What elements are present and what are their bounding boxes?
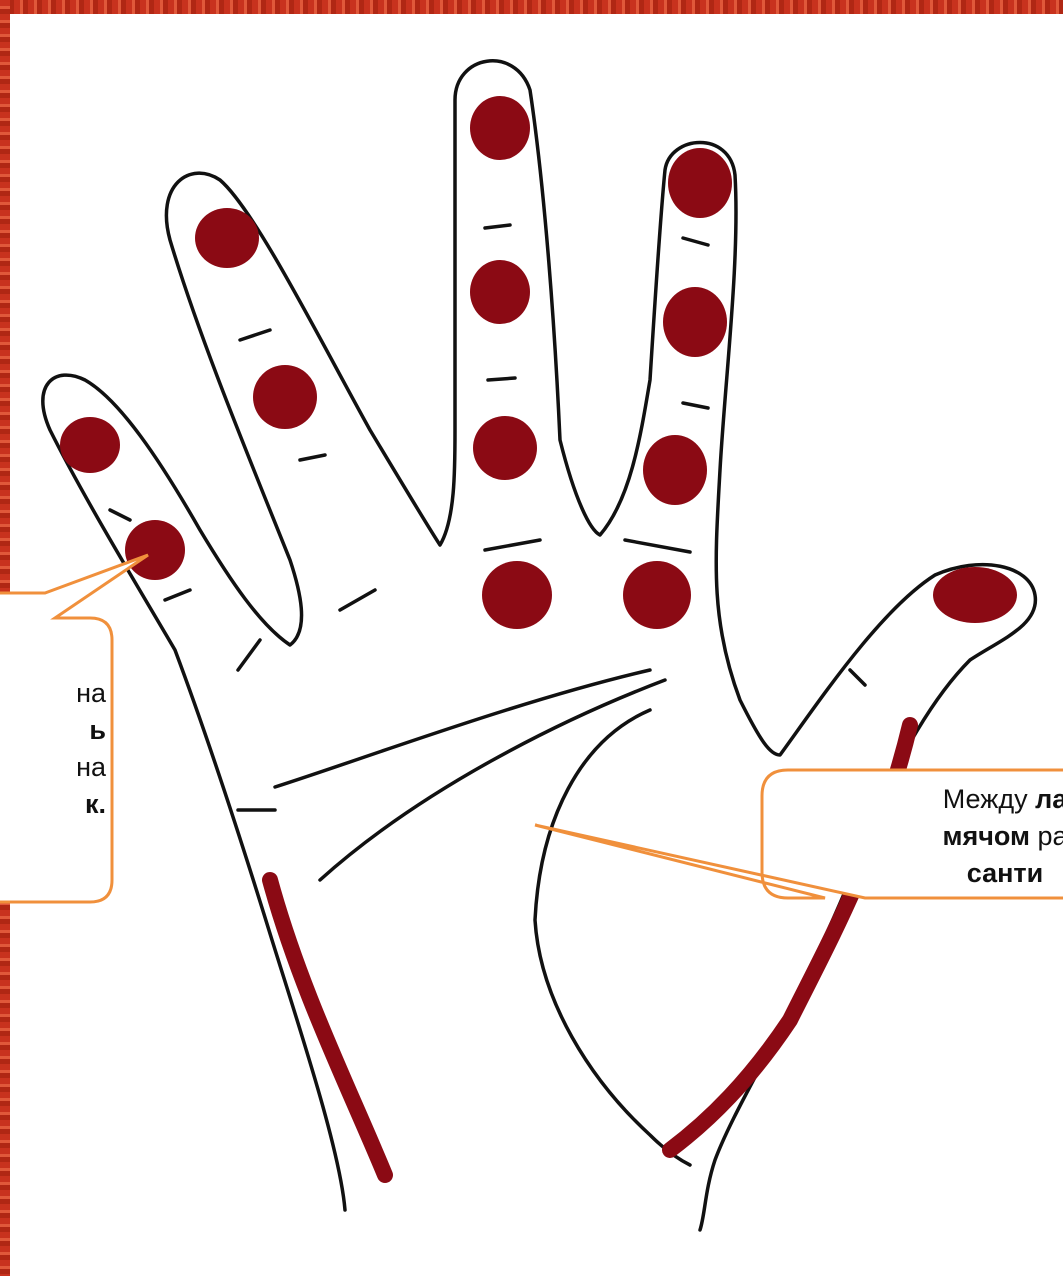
callout-right-line1: Между ла — [805, 781, 1063, 818]
palm-line-upper — [275, 670, 650, 787]
point-little-finger-base — [125, 520, 185, 580]
point-index-finger-mid2 — [643, 435, 707, 505]
callout-left-line3: на — [76, 749, 106, 786]
hand-outline — [43, 61, 1036, 1230]
point-thumb-tip — [933, 567, 1017, 623]
callout-right-line3: санти — [805, 855, 1063, 892]
massage-points — [60, 96, 1017, 629]
palm-line-life — [535, 710, 690, 1165]
point-index-finger-tip — [668, 148, 732, 218]
point-index-finger-mid1 — [663, 287, 727, 357]
point-middle-finger-tip — [470, 96, 530, 160]
point-ring-finger-mid — [253, 365, 317, 429]
point-middle-finger-mid2 — [473, 416, 537, 480]
callout-right-line2: мячом ра — [805, 818, 1063, 855]
point-middle-finger-base — [482, 561, 552, 629]
strip-wrist-left — [270, 880, 385, 1175]
callout-left-line1: на — [76, 675, 106, 712]
callout-left-line4: к. — [76, 786, 106, 823]
callout-bubble-left — [0, 555, 148, 902]
point-middle-finger-mid1 — [470, 260, 530, 324]
callout-text-right: Между ла мячом ра санти — [805, 781, 1063, 892]
point-index-finger-base — [623, 561, 691, 629]
palm-line-mid — [320, 680, 665, 880]
point-little-finger-tip — [60, 417, 120, 473]
callout-left-line2: ь — [76, 712, 106, 749]
callout-text-left: на ь на к. — [76, 675, 106, 823]
point-ring-finger-tip — [195, 208, 259, 268]
